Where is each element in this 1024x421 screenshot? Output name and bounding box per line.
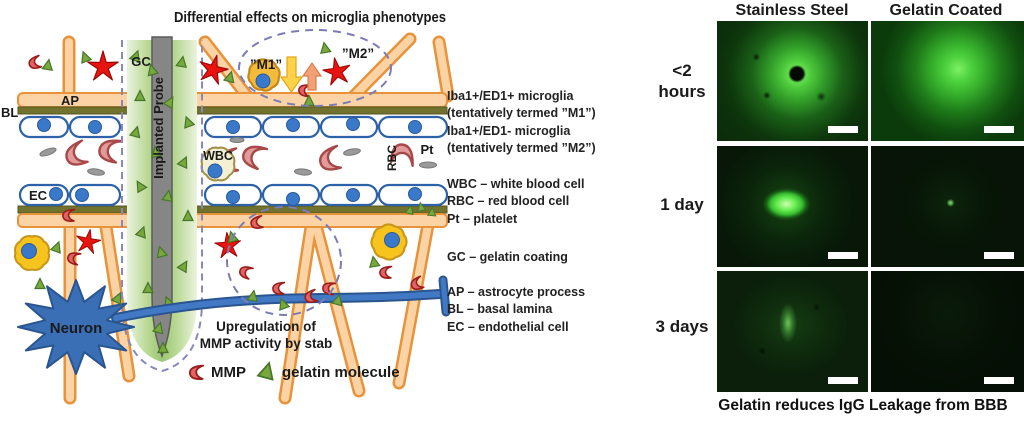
- brain-tissue-schematic: Differential effects on microglia phenot…: [1, 10, 455, 405]
- micrograph-stainless-steel-3days: [717, 271, 868, 392]
- row-label-3days: 3 days: [655, 317, 709, 336]
- m1-label: ”M1”: [250, 57, 282, 72]
- up-arrow-icon: [301, 61, 323, 91]
- abbreviations-blood-cells: WBC – white blood cell RBC – red blood c…: [447, 176, 662, 228]
- abbr-line: Pt – platelet: [447, 211, 518, 226]
- abbr-line: EC – endothelial cell: [447, 319, 569, 334]
- abbreviations-microglia: Iba1+/ED1+ microglia (tentatively termed…: [447, 88, 662, 158]
- stab-annotation-line1: Upregulation of: [216, 319, 316, 334]
- column-header-stainless-steel: Stainless Steel: [735, 2, 849, 19]
- micrograph-stainless-steel-2hours: [717, 21, 868, 141]
- micrograph-stainless-steel-1day: [717, 146, 868, 267]
- abbreviations-barrier: AP – astrocyte process BL – basal lamina…: [447, 284, 662, 336]
- down-arrow-icon: [279, 56, 304, 94]
- m1-microglia-cells: [13, 56, 412, 272]
- platelets: [39, 137, 437, 176]
- scale-bar: [828, 377, 858, 384]
- row-label-1day: 1 day: [660, 195, 704, 214]
- wbc-label: WBC: [203, 149, 233, 163]
- micrograph-gelatin-coated-3days: [871, 271, 1024, 392]
- abbr-line: Iba1+/ED1+ microglia: [447, 89, 574, 103]
- astrocyte-endfeet-band-top: [17, 92, 448, 108]
- neuron-label: Neuron: [50, 320, 103, 337]
- mmp-upregulation-dashed-region: [226, 206, 342, 316]
- basal-lamina-bottom: [17, 205, 448, 214]
- coating-dashed-outline: [121, 40, 203, 373]
- mmp-key-icon: [188, 364, 205, 380]
- scale-bar: [828, 126, 858, 133]
- abbreviations-coating: GC – gelatin coating: [447, 249, 662, 266]
- abbr-line: BL – basal lamina: [447, 302, 553, 317]
- abbr-line: (tentatively termed ”M1”): [447, 106, 596, 121]
- scale-bar: [984, 126, 1014, 133]
- endothelial-nuclei: [37, 117, 422, 206]
- white-blood-cell: [200, 146, 236, 182]
- pt-label: Pt: [421, 142, 435, 157]
- implanted-probe-label: Implanted Probe: [151, 77, 166, 179]
- gelatin-key-icon: [257, 360, 278, 381]
- abbr-line: RBC – red blood cell: [447, 194, 570, 209]
- column-header-gelatin-coated: Gelatin Coated: [889, 2, 1003, 19]
- rbc-label: RBC: [385, 145, 399, 171]
- basal-lamina-top: [17, 106, 448, 115]
- abbr-line: Iba1+/ED1- microglia: [447, 123, 571, 138]
- row-label-2hours: <2 hours: [658, 61, 706, 101]
- panel-caption: Gelatin reduces IgG Leakage from BBB: [718, 397, 1008, 414]
- diagram-key: MMP gelatin molecule: [188, 360, 400, 381]
- scale-bar: [984, 252, 1014, 259]
- abbr-line: AP – astrocyte process: [447, 285, 586, 299]
- astrocyte-endfeet-band-bottom: [17, 213, 448, 228]
- micrograph-gelatin-coated-1day: [871, 146, 1024, 267]
- ap-label: AP: [61, 93, 79, 108]
- microglia-phenotype-dashed-region: [238, 29, 392, 107]
- micrograph-gelatin-coated-2hours: [871, 21, 1024, 141]
- abbr-line: WBC – white blood cell: [447, 177, 585, 191]
- gelatin-key-label: gelatin molecule: [282, 364, 400, 381]
- abbr-line: (tentatively termed ”M2”): [447, 141, 596, 156]
- scale-bar: [828, 252, 858, 259]
- ec-label: EC: [29, 188, 48, 203]
- stab-annotation-line2: MMP activity by stab: [200, 336, 333, 351]
- mmp-key-label: MMP: [211, 364, 246, 381]
- scale-bar: [984, 377, 1014, 384]
- gc-label: GC: [131, 54, 151, 69]
- axon: [111, 275, 451, 323]
- neuron-body: [17, 279, 135, 375]
- m2-label: ”M2”: [342, 46, 374, 61]
- diagram-title: Differential effects on microglia phenot…: [174, 10, 446, 26]
- abbr-line: GC – gelatin coating: [447, 250, 568, 264]
- bl-label: BL: [1, 105, 18, 120]
